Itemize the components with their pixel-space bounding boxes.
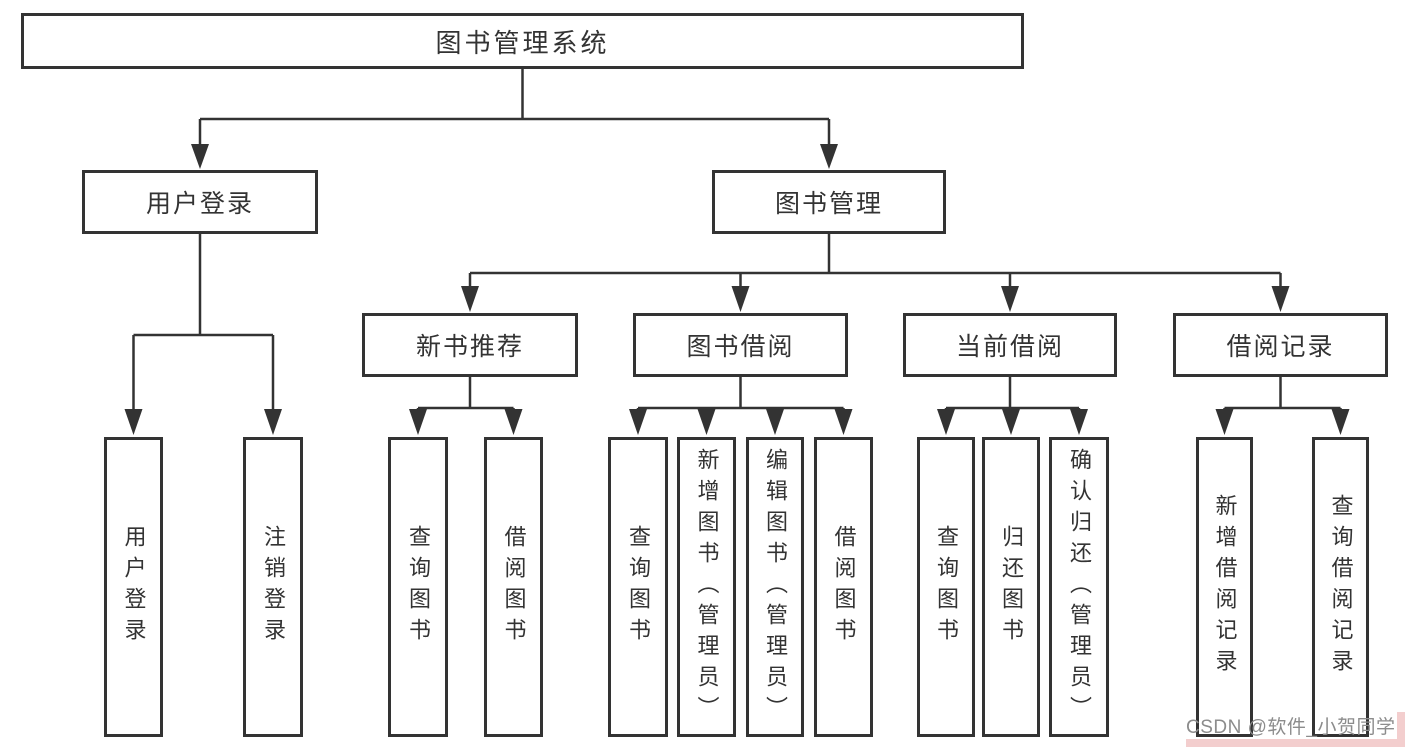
node-label: 查询图书 [934, 525, 959, 649]
node-label: 查询图书 [406, 525, 431, 649]
node-new-book-recommendation: 新书推荐 [362, 313, 578, 377]
leaf-borrow-books: 借阅图书 [814, 437, 873, 737]
node-book-management: 图书管理 [712, 170, 946, 234]
arrowhead-icon [937, 409, 955, 435]
leaf-add-book-admin: 新增图书（管理员） [677, 437, 736, 737]
leaf-add-borrow-record: 新增借阅记录 [1196, 437, 1253, 737]
watermark-accent-bottom [1186, 739, 1405, 747]
arrowhead-icon [1001, 286, 1019, 312]
watermark-accent-right [1397, 712, 1405, 747]
node-label: 编辑图书（管理员） [763, 447, 788, 727]
connector-book-borrowing [636, 377, 845, 414]
node-book-borrowing: 图书借阅 [633, 313, 848, 377]
connector-borrow-records [1223, 377, 1342, 414]
node-label: 借阅记录 [1226, 333, 1335, 361]
leaf-borrow-books-recommend: 借阅图书 [484, 437, 543, 737]
node-label: 当前借阅 [955, 333, 1064, 361]
node-label: 图书借阅 [686, 333, 795, 361]
arrowhead-icon [124, 409, 143, 435]
arrowhead-icon [1331, 409, 1350, 435]
arrowhead-icon [409, 409, 427, 435]
leaf-edit-book-admin: 编辑图书（管理员） [746, 437, 804, 737]
leaf-query-books-recommend: 查询图书 [388, 437, 448, 737]
arrowhead-icon [629, 409, 647, 435]
leaf-query-books-current: 查询图书 [917, 437, 975, 737]
leaf-logout: 注销登录 [243, 437, 303, 737]
node-label: 查询图书 [626, 525, 651, 649]
leaf-query-borrow-record: 查询借阅记录 [1312, 437, 1369, 737]
connector-current-borrowing [944, 377, 1081, 414]
node-label: 图书管理 [774, 190, 883, 218]
node-label: 注销登录 [261, 525, 286, 649]
arrowhead-icon [264, 409, 282, 435]
node-label: 归还图书 [999, 525, 1024, 649]
arrowhead-icon [834, 409, 853, 435]
arrowhead-icon [1271, 286, 1290, 312]
arrowhead-icon [1070, 409, 1088, 435]
leaf-return-book: 归还图书 [982, 437, 1040, 737]
arrowhead-icon [820, 144, 838, 169]
arrowhead-icon [1002, 409, 1020, 435]
node-label: 借阅图书 [831, 525, 857, 649]
arrowhead-icon [191, 144, 209, 169]
node-label: 用户登录 [145, 190, 254, 218]
node-label: 借阅图书 [501, 525, 527, 649]
leaf-query-books-borrowing: 查询图书 [608, 437, 668, 737]
arrowhead-icon [697, 409, 716, 435]
arrowhead-icon [1215, 409, 1234, 435]
leaf-user-login: 用户登录 [104, 437, 163, 737]
arrowhead-icon [766, 409, 784, 435]
node-label: 确认归还（管理员） [1067, 447, 1092, 727]
node-user-login: 用户登录 [82, 170, 318, 234]
arrowhead-icon [504, 409, 523, 435]
node-label: 查询借阅记录 [1328, 494, 1354, 680]
node-label: 用户登录 [121, 525, 147, 649]
arrowhead-icon [731, 286, 750, 312]
arrowhead-icon [461, 286, 479, 312]
connector-root [198, 69, 831, 150]
csdn-watermark: CSDN @软件_小贺同学 [1186, 717, 1396, 738]
node-label: 新增图书（管理员） [694, 447, 720, 727]
connector-new-book [416, 377, 515, 414]
node-label: 新增借阅记录 [1212, 494, 1238, 680]
node-borrow-records: 借阅记录 [1173, 313, 1388, 377]
node-label: 图书管理系统 [435, 27, 610, 58]
node-current-borrowing: 当前借阅 [903, 313, 1117, 377]
node-library-management-system: 图书管理系统 [21, 13, 1024, 69]
connector-book-management [468, 234, 1282, 290]
leaf-confirm-return-admin: 确认归还（管理员） [1049, 437, 1109, 737]
connector-user-login [132, 234, 275, 416]
node-label: 新书推荐 [415, 333, 524, 361]
